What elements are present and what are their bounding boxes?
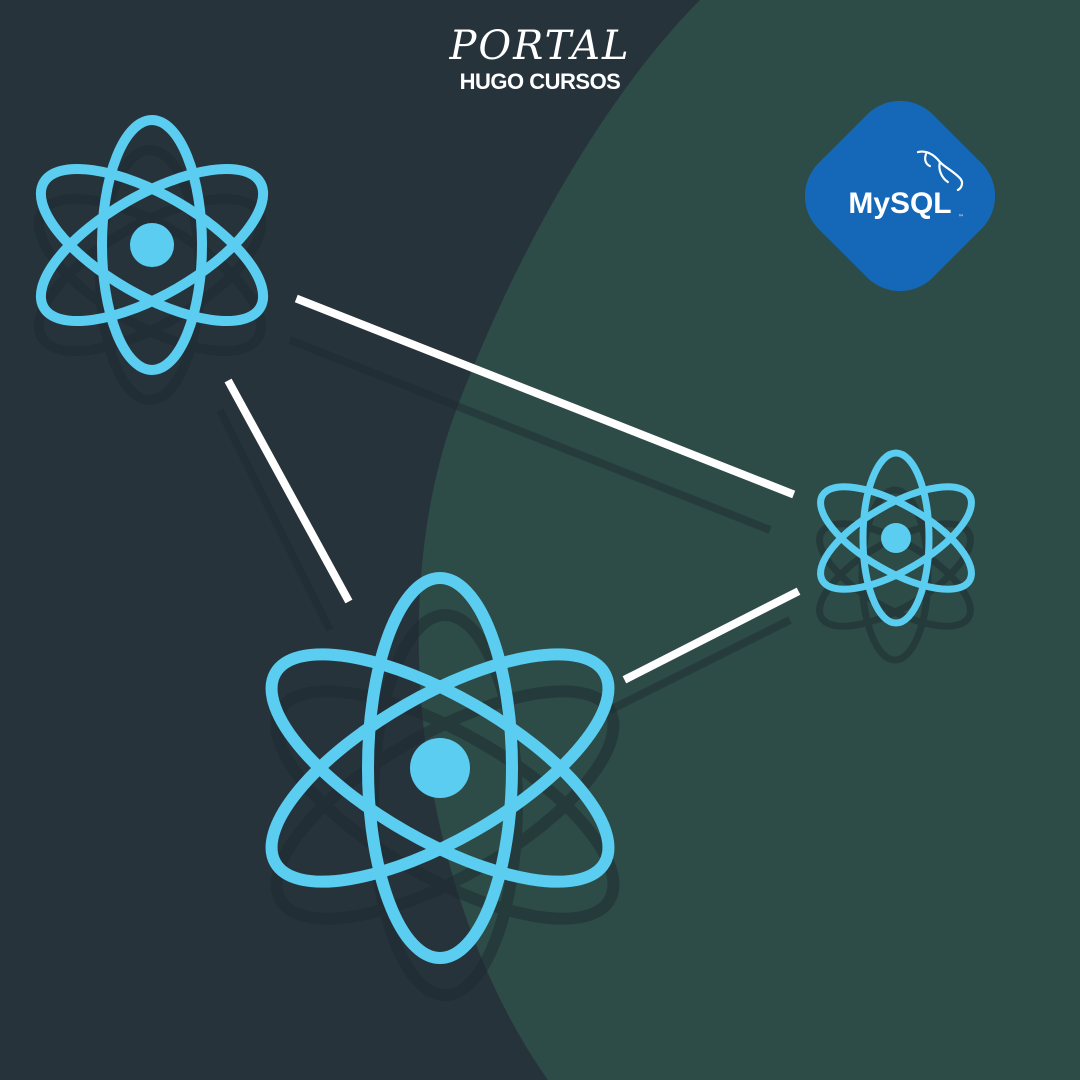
badge-content: MySQL ™	[806, 102, 994, 290]
connector-line	[622, 587, 801, 684]
brand-logo: PORTAL HUGO CURSOS	[0, 24, 1080, 96]
brand-subtitle: HUGO CURSOS	[459, 69, 621, 94]
dolphin-icon	[916, 150, 964, 192]
connector-line	[224, 378, 353, 604]
react-atom-icon	[817, 449, 975, 627]
connectors	[224, 294, 801, 684]
brand-title: PORTAL	[449, 23, 631, 69]
mysql-badge: MySQL ™	[785, 81, 1015, 311]
connector-shadows	[216, 336, 792, 714]
react-atom-icon	[265, 572, 615, 964]
connector-line	[294, 294, 796, 499]
trademark-mark: ™	[957, 213, 964, 221]
